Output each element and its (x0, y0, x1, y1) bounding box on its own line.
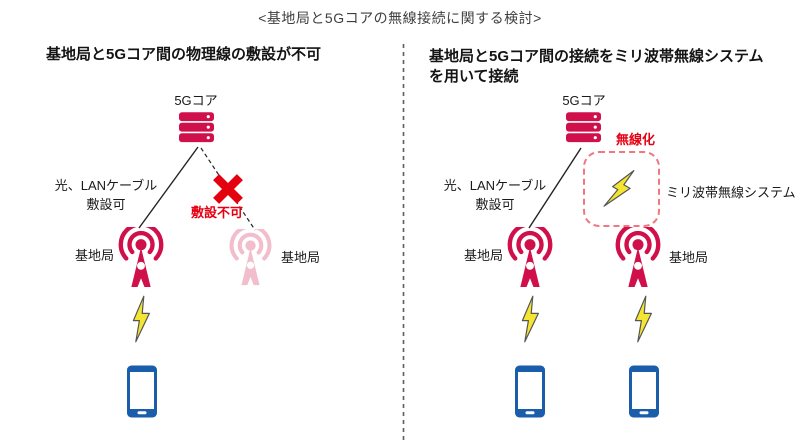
x-mark-icon (211, 172, 245, 206)
left-station-left-label: 基地局 (74, 248, 114, 263)
right-left-smartphone-icon (515, 365, 545, 418)
left-core-label: 5Gコア (174, 93, 218, 108)
right-left-lightning-bolt-icon (518, 294, 542, 344)
left-faded-base-station-icon (229, 229, 272, 287)
right-right-lightning-bolt-icon (631, 294, 655, 344)
right-base-station-left-icon (507, 227, 553, 289)
right-cable-label: 光、LANケーブル 敷設可 (443, 178, 547, 212)
right-base-station-right-icon (615, 227, 661, 289)
diagram-title: <基地局と5Gコアの無線接続に関する検討> (258, 10, 542, 26)
left-lightning-bolt-icon (129, 294, 153, 344)
right-panel-heading: 基地局と5Gコア間の接続をミリ波帯無線システム を用いて接続 (429, 48, 764, 86)
right-core-label: 5Gコア (562, 93, 606, 108)
mmwave-system-label: ミリ波帯無線システム (666, 185, 796, 200)
right-core-server-icon (566, 112, 601, 143)
left-smartphone-icon (127, 365, 157, 418)
left-station-right-label: 基地局 (281, 250, 321, 265)
left-panel-heading: 基地局と5Gコア間の物理線の敷設が不可 (46, 46, 322, 63)
left-core-server-icon (179, 112, 214, 143)
right-right-smartphone-icon (629, 365, 659, 418)
right-station-left-label: 基地局 (463, 248, 503, 263)
left-base-station-icon (118, 227, 164, 289)
mmwave-dashed-box (583, 151, 660, 227)
right-station-right-label: 基地局 (669, 250, 709, 265)
left-cable-label: 光、LANケーブル 敷設可 (54, 178, 158, 212)
left-blocked-label: 敷設不可 (190, 205, 243, 220)
wireless-label: 無線化 (616, 132, 656, 147)
